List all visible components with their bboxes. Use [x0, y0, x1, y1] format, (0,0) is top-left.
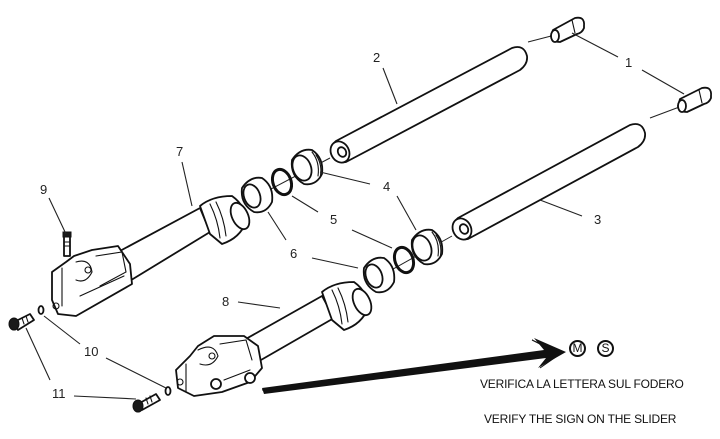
- sign-badge-m: M: [569, 340, 586, 357]
- axle-bolt-right: [132, 393, 161, 413]
- callout-11: 11: [52, 386, 66, 401]
- fork-cap-bottom: [649, 86, 712, 119]
- note-english: VERIFY THE SIGN ON THE SLIDER: [484, 412, 677, 426]
- seal-set-upper: [240, 148, 331, 214]
- callout-5: 5: [330, 212, 337, 227]
- callout-6: 6: [290, 246, 297, 261]
- callout-9: 9: [40, 182, 47, 197]
- slider-left: [51, 195, 251, 317]
- fork-tube-upper: [329, 46, 529, 164]
- fork-cap-top: [527, 16, 585, 43]
- leader-lines: [25, 32, 685, 400]
- seal-set-lower: [362, 228, 453, 294]
- callout-10: 10: [84, 344, 98, 359]
- note-italian: VERIFICA LA LETTERA SUL FODERO: [480, 377, 684, 391]
- slider-right: [175, 281, 373, 397]
- callout-4: 4: [383, 179, 390, 194]
- fork-tube-lower: [451, 123, 647, 241]
- callout-3: 3: [594, 212, 601, 227]
- washer-left: [37, 305, 45, 315]
- sign-badge-s: S: [597, 340, 614, 357]
- callout-7: 7: [176, 144, 183, 159]
- pinch-bolt: [62, 231, 72, 257]
- washer-right: [164, 386, 172, 396]
- axle-bolt-left: [8, 313, 35, 331]
- callout-1: 1: [625, 55, 632, 70]
- callout-8: 8: [222, 294, 229, 309]
- callout-2: 2: [373, 50, 380, 65]
